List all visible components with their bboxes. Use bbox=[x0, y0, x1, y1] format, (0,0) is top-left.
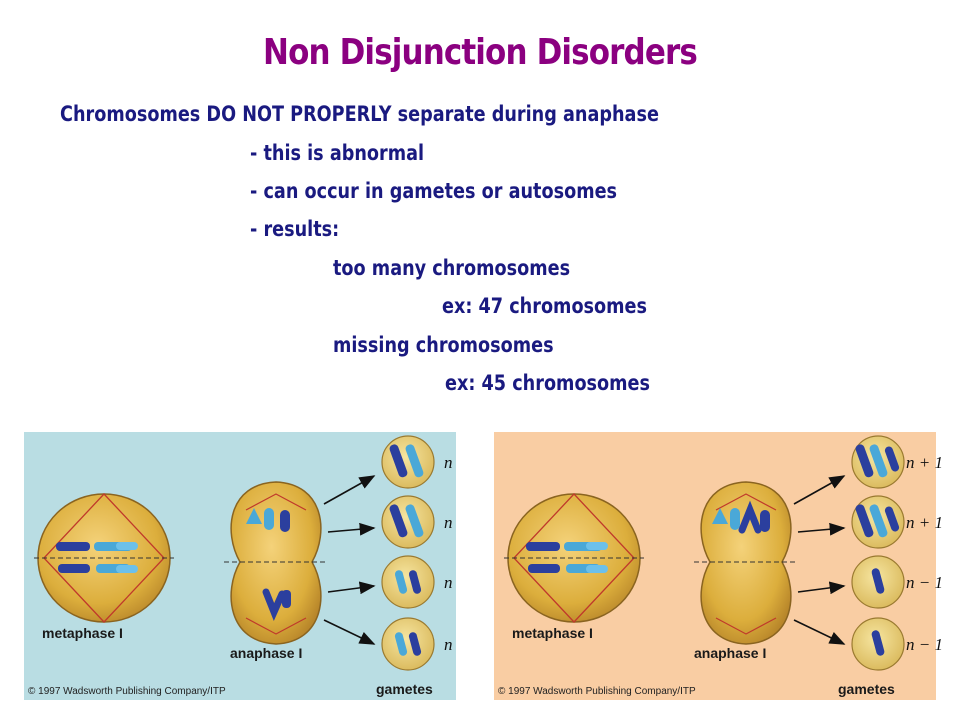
bullet-gametes-autosomes: - can occur in gametes or autosomes bbox=[250, 179, 618, 203]
chromosome bbox=[526, 542, 560, 551]
anaphase-label: anaphase I bbox=[230, 645, 302, 661]
arrow bbox=[323, 475, 376, 505]
gamete-label: n − 1 bbox=[906, 573, 943, 592]
chromosome bbox=[56, 542, 90, 551]
chromosome bbox=[58, 564, 90, 573]
slide-title: Non Disjunction Disorders bbox=[263, 32, 698, 73]
anaphase-label: anaphase I bbox=[694, 645, 766, 661]
arrow bbox=[797, 522, 846, 536]
bullet-abnormal: - this is abnormal bbox=[250, 141, 425, 165]
gamete bbox=[381, 555, 435, 609]
arrow bbox=[323, 619, 376, 645]
gamete bbox=[381, 495, 435, 549]
arrow bbox=[793, 475, 846, 505]
gamete-label: n bbox=[444, 573, 453, 592]
gamete bbox=[381, 617, 435, 671]
gamete bbox=[851, 495, 905, 549]
anaphase-cell bbox=[694, 481, 798, 645]
gamete-label: n bbox=[444, 635, 453, 654]
gametes-label: gametes bbox=[376, 681, 433, 697]
gamete-label: n bbox=[444, 453, 453, 472]
gametes-label: gametes bbox=[838, 681, 895, 697]
bullet-results: - results: bbox=[250, 217, 340, 241]
result-missing-example: ex: 45 chromosomes bbox=[445, 371, 651, 395]
gamete bbox=[851, 435, 905, 489]
gamete bbox=[851, 617, 905, 671]
gamete-label: n + 1 bbox=[906, 513, 943, 532]
copyright-text: © 1997 Wadsworth Publishing Company/ITP bbox=[498, 686, 696, 697]
copyright-text: © 1997 Wadsworth Publishing Company/ITP bbox=[28, 686, 226, 697]
normal-meiosis-diagram: n n n n metaphase I anaphase I gametes ©… bbox=[24, 432, 456, 700]
arrow bbox=[327, 581, 376, 595]
metaphase-cell bbox=[504, 493, 644, 623]
anaphase-cell bbox=[224, 481, 328, 645]
gamete-label: n bbox=[444, 513, 453, 532]
metaphase-label: metaphase I bbox=[42, 625, 123, 641]
gamete-label: n − 1 bbox=[906, 635, 943, 654]
gamete-label: n + 1 bbox=[906, 453, 943, 472]
arrow bbox=[327, 522, 376, 536]
gamete bbox=[851, 555, 905, 609]
result-too-many: too many chromosomes bbox=[333, 256, 571, 280]
result-too-many-example: ex: 47 chromosomes bbox=[442, 294, 648, 318]
result-missing: missing chromosomes bbox=[333, 333, 554, 357]
metaphase-label: metaphase I bbox=[512, 625, 593, 641]
arrow bbox=[797, 581, 846, 595]
gamete bbox=[381, 435, 435, 489]
nondisjunction-diagram: n + 1 n + 1 n − 1 n − 1 metaphase I anap… bbox=[494, 432, 943, 700]
chromosome bbox=[528, 564, 560, 573]
metaphase-cell bbox=[34, 493, 174, 623]
intro-text: Chromosomes DO NOT PROPERLY separate dur… bbox=[60, 102, 659, 126]
arrow bbox=[793, 619, 846, 645]
